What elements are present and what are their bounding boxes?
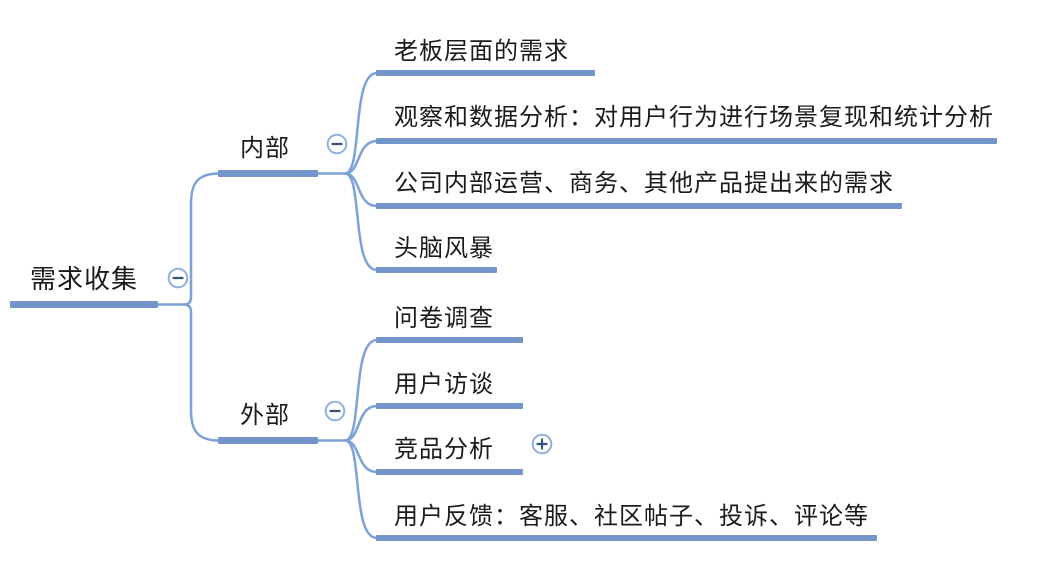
root-branch-line bbox=[10, 301, 158, 308]
subtopic-branch-line bbox=[376, 70, 595, 76]
connector bbox=[343, 404, 379, 442]
connector bbox=[182, 303, 221, 442]
subtopic-competitor-analysis[interactable]: 竞品分析 bbox=[394, 435, 494, 463]
root-topic[interactable]: 需求收集 bbox=[30, 265, 139, 295]
collapse-icon[interactable] bbox=[324, 400, 346, 422]
subtopic-questionnaire[interactable]: 问卷调查 bbox=[394, 304, 494, 332]
subtopic-boss-needs[interactable]: 老板层面的需求 bbox=[394, 37, 569, 65]
connector bbox=[343, 172, 379, 272]
subtopic-branch-line bbox=[376, 469, 523, 475]
collapse-icon[interactable] bbox=[326, 133, 348, 155]
connector bbox=[343, 439, 379, 540]
branch-topic-internal[interactable]: 内部 bbox=[240, 134, 290, 162]
subtopic-branch-line bbox=[376, 337, 523, 343]
expand-icon[interactable] bbox=[531, 433, 553, 455]
subtopic-user-feedback[interactable]: 用户反馈：客服、社区帖子、投诉、评论等 bbox=[394, 502, 869, 530]
subtopic-branch-line bbox=[376, 267, 497, 273]
connector bbox=[343, 338, 379, 442]
subtopic-user-interview[interactable]: 用户访谈 bbox=[394, 370, 494, 398]
branch-topic-external[interactable]: 外部 bbox=[240, 401, 290, 429]
subtopic-branch-line bbox=[376, 403, 523, 409]
external-branch-line bbox=[218, 437, 318, 444]
subtopic-company-internal-needs[interactable]: 公司内部运营、商务、其他产品提出来的需求 bbox=[394, 169, 894, 197]
connector bbox=[343, 71, 379, 175]
collapse-icon[interactable] bbox=[167, 267, 189, 289]
connector bbox=[343, 139, 379, 175]
subtopic-branch-line bbox=[376, 535, 877, 541]
internal-branch-line bbox=[218, 170, 318, 177]
subtopic-brainstorm[interactable]: 头脑风暴 bbox=[394, 234, 494, 262]
subtopic-branch-line bbox=[376, 203, 902, 209]
subtopic-observation-analysis[interactable]: 观察和数据分析：对用户行为进行场景复现和统计分析 bbox=[394, 103, 994, 131]
connector bbox=[182, 172, 221, 306]
subtopic-branch-line bbox=[376, 138, 997, 144]
